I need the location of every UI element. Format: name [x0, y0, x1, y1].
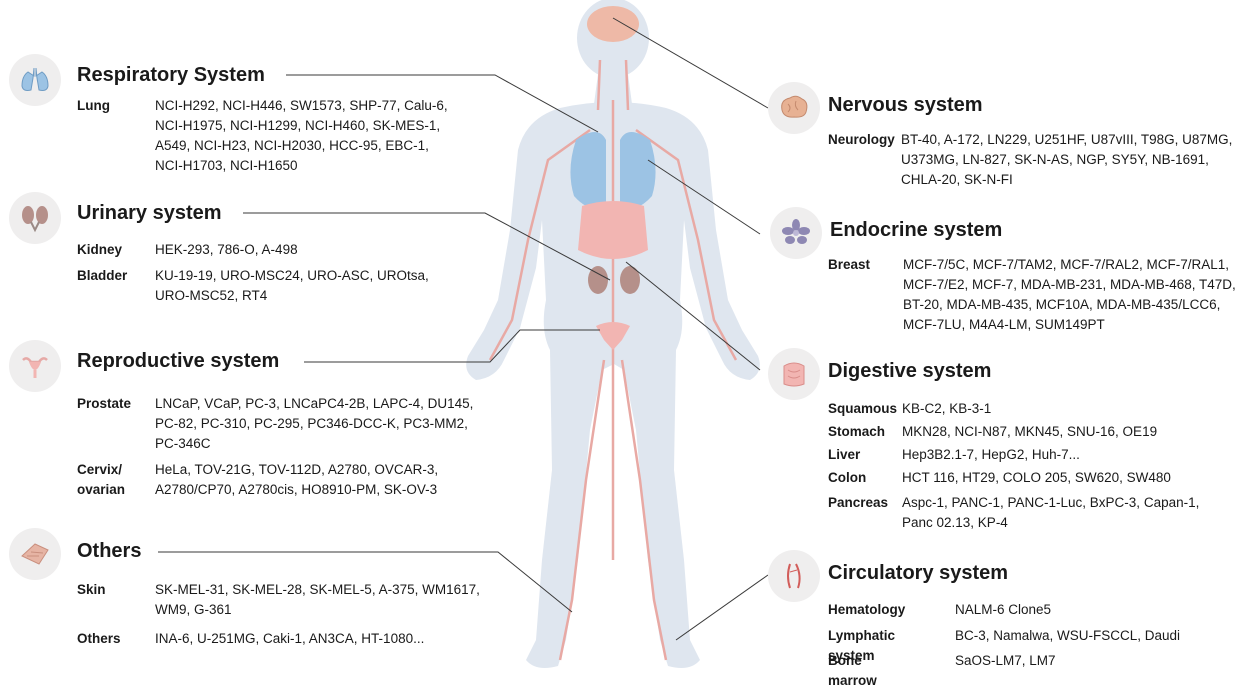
- breast-cell-lines: MCF-7/E2, MCF-7, MDA-MB-231, MDA-MB-468,…: [903, 277, 1236, 292]
- hematology-label: Hematology: [828, 602, 906, 617]
- kidney-label: Kidney: [77, 242, 123, 257]
- lymphatic-cell-lines: BC-3, Namalwa, WSU-FSCCL, Daudi: [955, 628, 1181, 643]
- urinary-system-title: Urinary system: [77, 202, 222, 224]
- prostate-label: Prostate: [77, 396, 132, 411]
- kidney-cell-lines: HEK-293, 786-O, A-498: [155, 242, 298, 257]
- lung-cell-lines: NCI-H292, NCI-H446, SW1573, SHP-77, Calu…: [155, 98, 448, 113]
- brain-organ: [587, 6, 639, 42]
- prostate-cell-lines: PC-346C: [155, 436, 211, 451]
- lung-cell-lines: NCI-H1975, NCI-H1299, NCI-H460, SK-MES-1…: [155, 118, 441, 133]
- colon-label: Colon: [828, 470, 867, 485]
- respiratory-system-title: Respiratory System: [77, 64, 265, 86]
- uterus-icon: [9, 340, 61, 392]
- nervous-system-title: Nervous system: [828, 94, 983, 116]
- cervix-ovarian-label: Cervix/ ovarian: [77, 462, 126, 497]
- neurology-label: Neurology: [828, 132, 895, 147]
- breast-cell-lines: MCF-7/5C, MCF-7/TAM2, MCF-7/RAL2, MCF-7/…: [903, 257, 1230, 272]
- bladder-cell-lines: URO-MSC52, RT4: [155, 288, 268, 303]
- skin-label: Skin: [77, 582, 106, 597]
- cervix-ovarian-cell-lines: A2780/CP70, A2780cis, HO8910-PM, SK-OV-3: [155, 482, 438, 497]
- reproductive-system-title: Reproductive system: [77, 350, 280, 372]
- lungs-icon: [9, 54, 61, 106]
- reproductive-organ: [596, 322, 630, 350]
- breast-gland-icon: [770, 207, 822, 259]
- lungs-organ: [570, 132, 656, 211]
- lung-label: Lung: [77, 98, 110, 113]
- neurology-cell-lines: BT-40, A-172, LN229, U251HF, U87vIII, T9…: [901, 132, 1233, 147]
- neurology-cell-lines: CHLA-20, SK-N-FI: [901, 172, 1013, 187]
- connector-lines: [158, 17, 769, 641]
- breast-cell-lines: BT-20, MDA-MB-435, MCF10A, MDA-MB-435/LC…: [903, 297, 1221, 312]
- lung-cell-lines: NCI-H1703, NCI-H1650: [155, 158, 298, 173]
- vessel-icon: [768, 550, 820, 602]
- prostate-cell-lines: LNCaP, VCaP, PC-3, LNCaPC4-2B, LAPC-4, D…: [155, 396, 474, 411]
- prostate-cell-lines: PC-82, PC-310, PC-295, PC346-DCC-K, PC3-…: [155, 416, 468, 431]
- lymphatic-label: Lymphatic system: [828, 628, 896, 663]
- kidney-organ-left: [588, 266, 608, 294]
- bladder-label: Bladder: [77, 268, 128, 283]
- others-label: Others: [77, 631, 121, 646]
- pancreas-cell-lines: Aspc-1, PANC-1, PANC-1-Luc, BxPC-3, Capa…: [902, 495, 1200, 510]
- skin-cell-lines: WM9, G-361: [155, 602, 232, 617]
- bladder-cell-lines: KU-19-19, URO-MSC24, URO-ASC, UROtsa,: [155, 268, 429, 283]
- neurology-cell-lines: U373MG, LN-827, SK-N-AS, NGP, SY5Y, NB-1…: [901, 152, 1209, 167]
- skin-cell-lines: SK-MEL-31, SK-MEL-28, SK-MEL-5, A-375, W…: [155, 582, 480, 597]
- endocrine-system-title: Endocrine system: [830, 219, 1003, 241]
- lung-cell-lines: A549, NCI-H23, NCI-H2030, HCC-95, EBC-1,: [155, 138, 429, 153]
- liver-label: Liver: [828, 447, 861, 462]
- others-title: Others: [77, 540, 142, 562]
- intestine-icon: [768, 348, 820, 400]
- squamous-cell-lines: KB-C2, KB-3-1: [902, 401, 992, 416]
- bone-marrow-label: Bone marrow: [828, 653, 877, 688]
- breast-cell-lines: MCF-7LU, M4A4-LM, SUM149PT: [903, 317, 1105, 332]
- squamous-label: Squamous: [828, 401, 898, 416]
- stomach-cell-lines: MKN28, NCI-N87, MKN45, SNU-16, OE19: [902, 424, 1158, 439]
- circulatory-system-title: Circulatory system: [828, 562, 1009, 584]
- kidney-organ-right: [620, 266, 640, 294]
- liver-cell-lines: Hep3B2.1-7, HepG2, Huh-7...: [902, 447, 1080, 462]
- cervix-ovarian-cell-lines: HeLa, TOV-21G, TOV-112D, A2780, OVCAR-3,: [155, 462, 439, 477]
- skin-icon: [9, 528, 61, 580]
- digestive-system-title: Digestive system: [828, 360, 992, 382]
- hematology-cell-lines: NALM-6 Clone5: [955, 602, 1052, 617]
- pancreas-label: Pancreas: [828, 495, 889, 510]
- kidneys-icon: [9, 192, 61, 244]
- pancreas-cell-lines: Panc 02.13, KP-4: [902, 515, 1008, 530]
- breast-label: Breast: [828, 257, 871, 272]
- others-cell-lines: INA-6, U-251MG, Caki-1, AN3CA, HT-1080..…: [155, 631, 425, 646]
- bone-marrow-cell-lines: SaOS-LM7, LM7: [955, 653, 1056, 668]
- stomach-label: Stomach: [828, 424, 886, 439]
- brain-icon: [768, 82, 820, 134]
- intestine-organ: [578, 201, 648, 259]
- colon-cell-lines: HCT 116, HT29, COLO 205, SW620, SW480: [902, 470, 1171, 485]
